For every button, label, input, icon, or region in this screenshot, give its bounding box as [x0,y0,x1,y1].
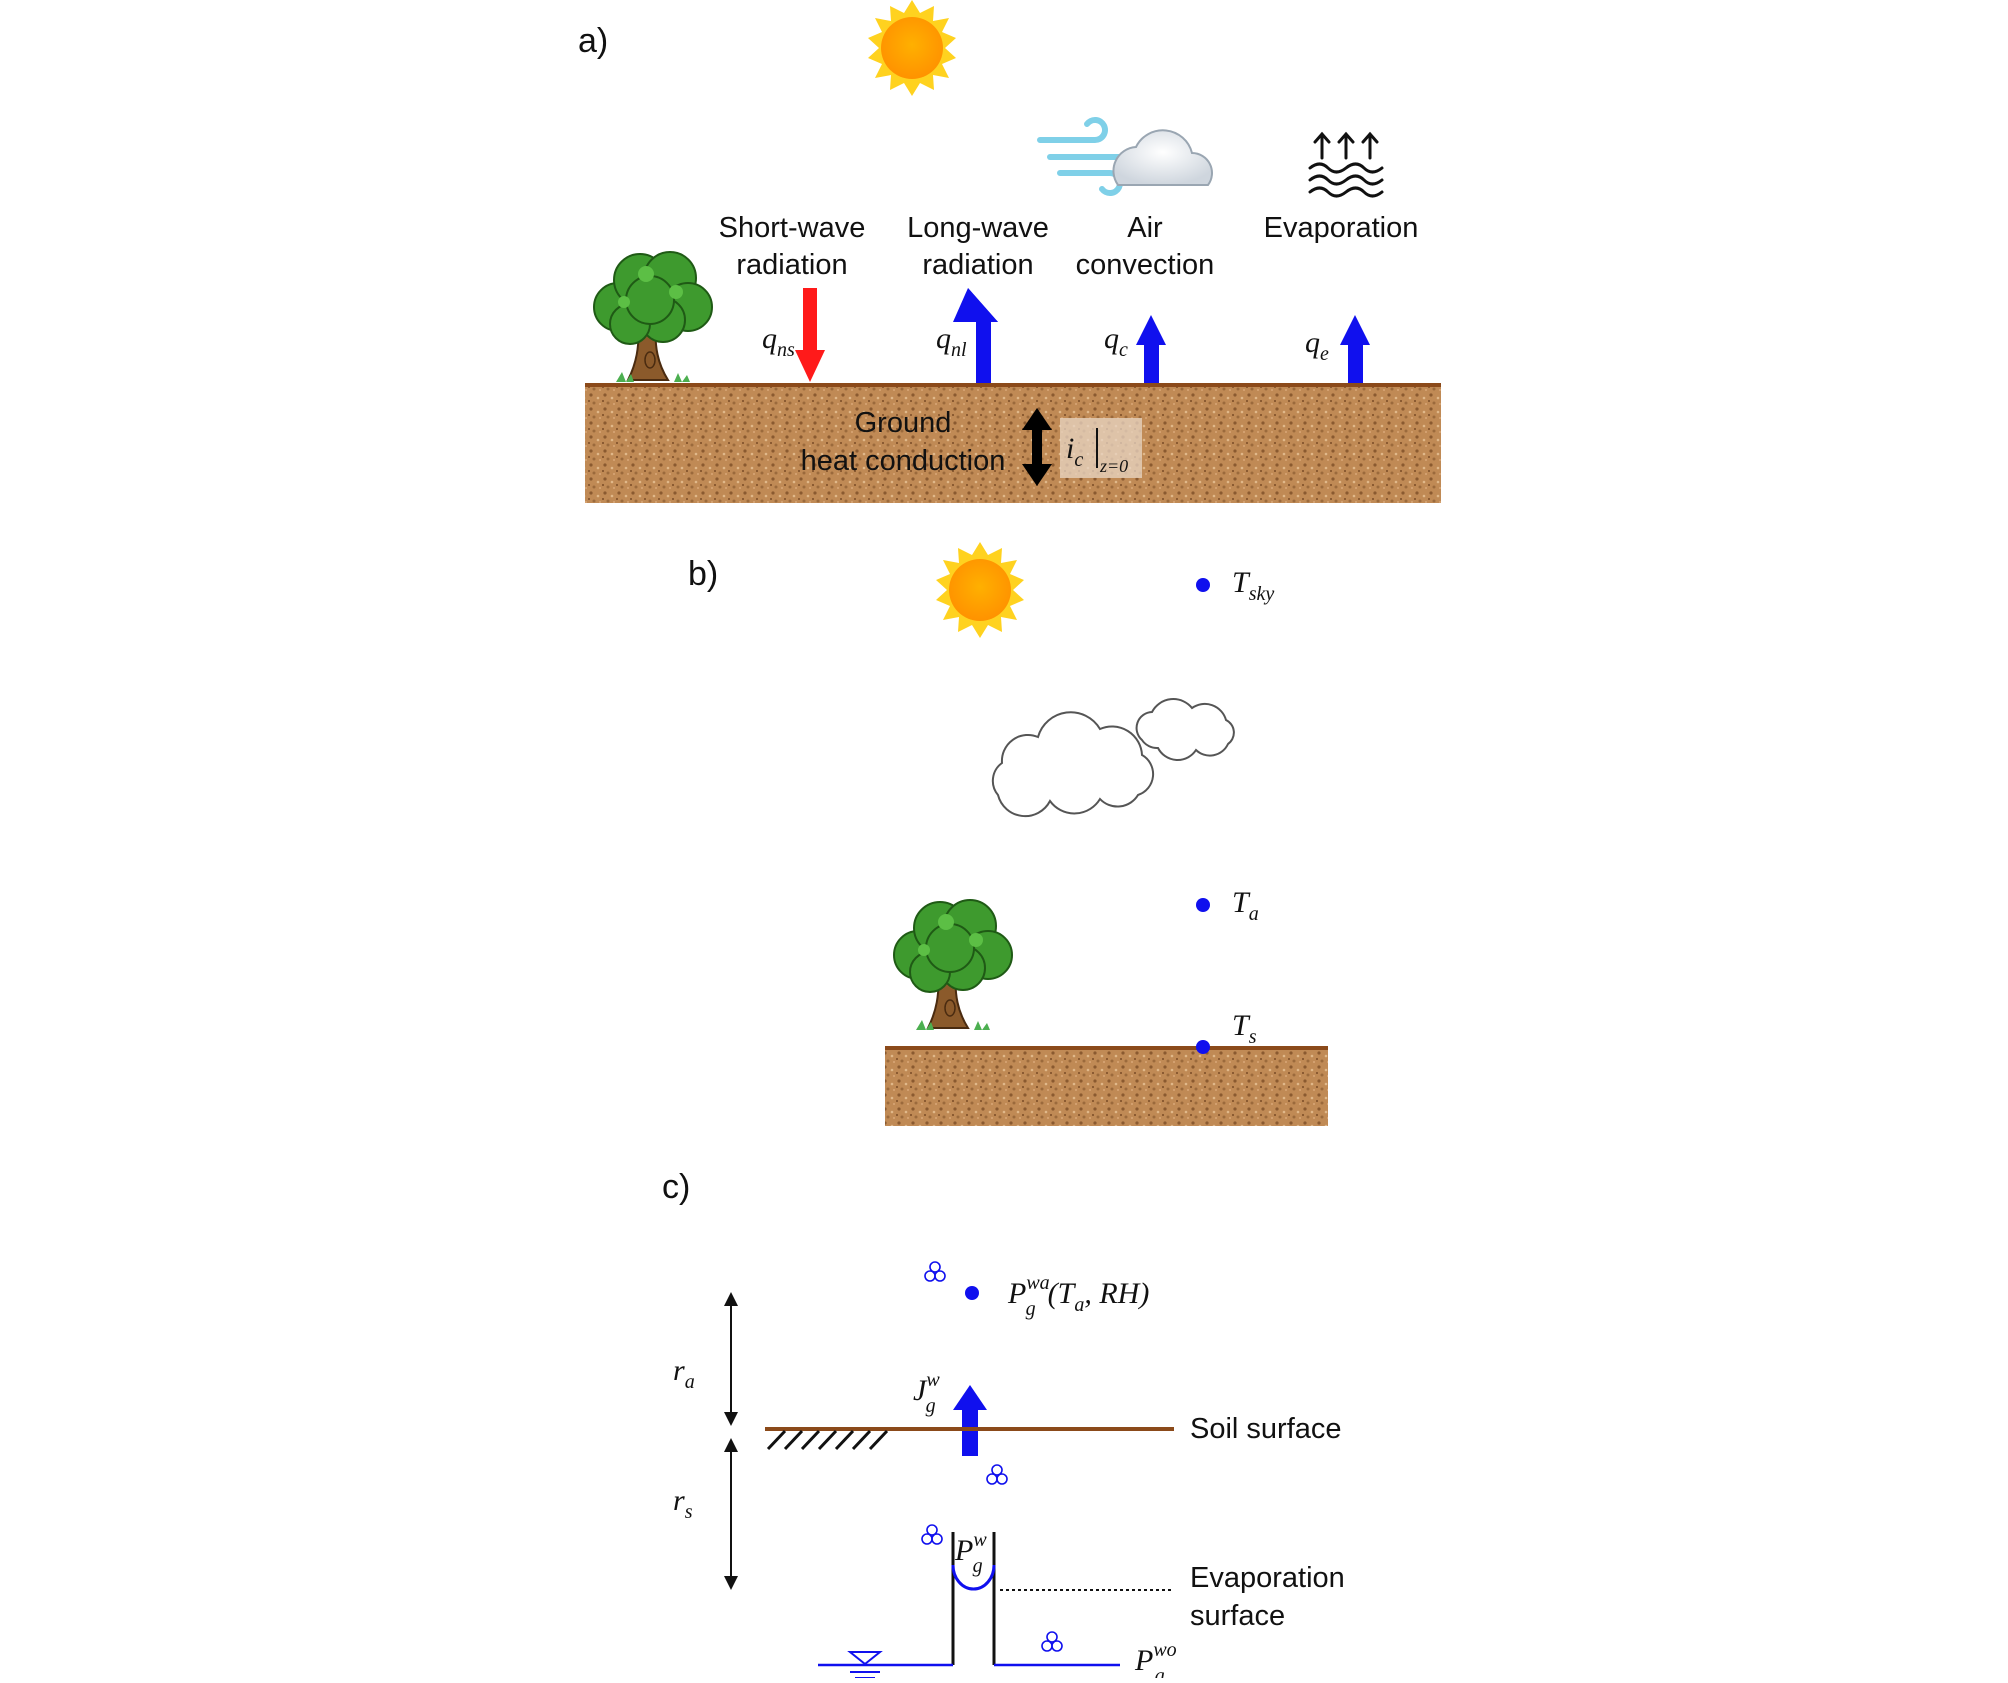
ic-evaluation-sub: z=0 [1099,456,1128,476]
meniscus [951,1564,996,1591]
longwave-label-2: radiation [922,249,1033,281]
evaporation-icon [1308,131,1384,198]
sun-icon [868,0,956,96]
longwave-label-1: Long-wave [907,212,1049,244]
r-a-arrow [724,1292,738,1426]
r-s-arrow [724,1438,738,1590]
ic-symbol: ic [1066,432,1083,471]
r-s-symbol: rs [673,1484,693,1523]
soil-block [585,385,1441,503]
convection-label-2: convection [1076,249,1215,281]
sun-icon-b [936,542,1024,638]
q-e-symbol: qe [1305,326,1329,365]
ic-background [1060,418,1142,478]
conduction-label-1: Ground [855,407,952,439]
evaporation-arrow [1340,315,1370,383]
t-sky-symbol: Tsky [1232,566,1274,605]
tree-icon-b [893,899,1013,1031]
wind-cloud-icon [1037,117,1213,196]
evap-surface-label-1: Evaporation [1190,1562,1345,1594]
soil-hatch [766,1429,889,1451]
panel-a-label: a) [578,22,608,60]
t-sky-point [1196,578,1210,592]
t-s-symbol: Ts [1232,1009,1257,1048]
pore-walls [951,1532,996,1665]
t-a-point [1196,898,1210,912]
cloud-icon-small [1135,698,1235,761]
shortwave-arrow [795,288,825,382]
evap-surface-label-2: surface [1190,1600,1285,1632]
cloud-icon-large [991,711,1155,818]
conduction-label-2: heat conduction [801,445,1006,477]
panel-b-label: b) [688,555,718,593]
tree-icon [593,251,713,383]
panel-b: b) Tsky Ta Ts [688,542,1328,1126]
convection-label-1: Air [1127,212,1163,244]
shortwave-label-2: radiation [736,249,847,281]
soil-surface-label: Soil surface [1190,1413,1342,1445]
panel-c-label: c) [662,1168,690,1206]
q-ns-symbol: qns [762,322,795,361]
evaporation-label: Evaporation [1264,212,1419,244]
r-a-symbol: ra [673,1354,695,1393]
t-s-point [1196,1040,1210,1054]
convection-arrow [1136,315,1166,383]
panel-a: a) Short-wave radiation Long-wave r [578,0,1441,503]
vapor-flux-arrow [953,1385,987,1456]
conduction-arrow [1022,408,1052,486]
q-nl-symbol: qnl [936,322,967,361]
shortwave-label-1: Short-wave [719,212,866,244]
p-air-point [965,1286,979,1300]
soil-block-b [885,1048,1328,1126]
t-a-symbol: Ta [1232,886,1259,925]
longwave-arrow [953,288,998,383]
q-c-symbol: qc [1104,322,1128,361]
vapor-molecule-icon [921,1261,1063,1652]
